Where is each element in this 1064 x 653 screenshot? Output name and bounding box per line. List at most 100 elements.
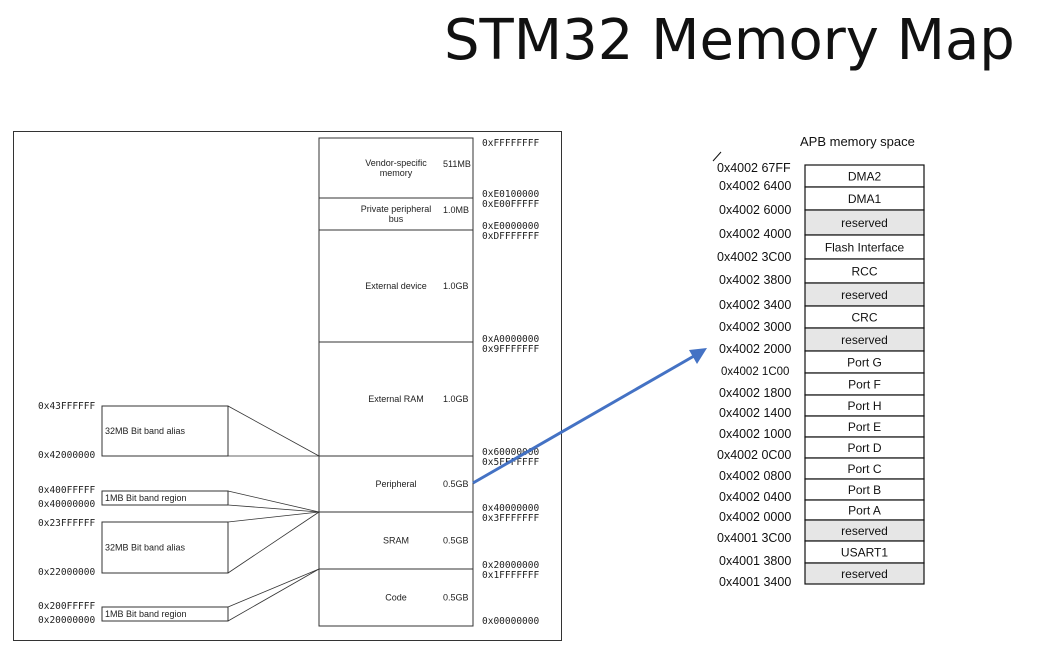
apb-address: 0x4002 0000: [719, 510, 791, 524]
map-address: 0x9FFFFFFF: [482, 344, 539, 355]
apb-cell-label: Flash Interface: [825, 241, 905, 255]
map-address: 0xE0100000: [482, 189, 539, 200]
bit-band-connector: [227, 504, 320, 513]
bit-band-label: 32MB Bit band alias: [105, 426, 186, 436]
apb-cell-label: reserved: [841, 288, 888, 302]
apb-address: 0x4001 3400: [719, 575, 791, 589]
apb-address: 0x4002 6000: [719, 203, 791, 217]
apb-cell: [804, 258, 925, 284]
apb-address: 0x4002 3000: [719, 320, 791, 334]
peripheral-arrow: [472, 348, 707, 485]
apb-address: 0x4002 67FF: [717, 161, 791, 175]
memory-map-frame: [13, 131, 562, 641]
apb-cell-label: Port G: [847, 356, 882, 370]
region-size: 0.5GB: [443, 479, 469, 489]
map-address: 0xDFFFFFFF: [482, 231, 539, 242]
bit-band-bottom-address: 0x20000000: [38, 615, 95, 626]
apb-title: APB memory space: [800, 134, 915, 149]
apb-cell: [804, 562, 925, 585]
bit-band-connector: [227, 490, 320, 513]
bit-band-box: [101, 405, 229, 457]
bit-band-connector: [227, 568, 320, 608]
map-address: 0x00000000: [482, 616, 539, 627]
apb-cell-label: Port H: [847, 399, 881, 413]
region-label-external-ram: External RAM: [368, 394, 424, 404]
apb-address: 0x4002 0400: [719, 490, 791, 504]
apb-address: 0x4002 3C00: [717, 250, 791, 264]
apb-address: 0x4001 3C00: [717, 531, 791, 545]
apb-cell-label: reserved: [841, 333, 888, 347]
apb-cell-label: DMA1: [848, 192, 882, 206]
region-size: 511MB: [443, 159, 471, 169]
region-label-sram: SRAM: [383, 536, 409, 546]
bit-band-section: 32MB Bit band alias 0x43FFFFFF 0x42000000 1…: [38, 401, 320, 626]
bit-band-top-address: 0x200FFFFF: [38, 601, 95, 612]
apb-cell-label: CRC: [852, 311, 878, 325]
arrow-head: [689, 348, 707, 364]
apb-cell: [804, 209, 925, 236]
apb-address: 0x4002 1400: [719, 406, 791, 420]
bit-band-bottom-address: 0x40000000: [38, 499, 95, 510]
apb-cell-label: DMA2: [848, 170, 882, 184]
region-size: 1.0GB: [443, 394, 469, 404]
map-address: 0xE00FFFFF: [482, 199, 539, 210]
apb-cell-label: Port E: [848, 420, 881, 434]
map-address: 0x60000000: [482, 447, 539, 458]
apb-address: 0x4002 3400: [719, 298, 791, 312]
bit-band-label: 32MB Bit band alias: [105, 543, 186, 553]
apb-cell-label: reserved: [841, 524, 888, 538]
apb-address: 0x4002 6400: [719, 179, 791, 193]
apb-cell-label: reserved: [841, 567, 888, 581]
bit-band-bottom-address: 0x22000000: [38, 567, 95, 578]
bit-band-connector: [227, 511, 320, 523]
page-title: STM32 Memory Map: [444, 8, 1015, 73]
map-address: 0x1FFFFFFF: [482, 570, 539, 581]
apb-address: 0x4002 3800: [719, 273, 791, 287]
bit-band-box: [101, 606, 229, 622]
region-size: 0.5GB: [443, 536, 469, 546]
apb-cell-label: reserved: [841, 216, 888, 230]
apb-cell-label: Port C: [847, 462, 881, 476]
bit-band-top-address: 0x23FFFFFF: [38, 518, 95, 529]
region-size: 1.0GB: [443, 281, 469, 291]
bit-band-label: 1MB Bit band region: [105, 609, 187, 619]
region-size: 0.5GB: [443, 593, 469, 603]
apb-cell-label: Port A: [848, 504, 881, 518]
bit-band-label: 1MB Bit band region: [105, 493, 187, 503]
apb-cell-label: Port D: [847, 441, 881, 455]
apb-cell-label: Port F: [848, 378, 881, 392]
bit-band-bottom-address: 0x42000000: [38, 450, 95, 461]
bit-band-box: [101, 521, 229, 574]
address-tick-mark: [712, 151, 722, 162]
arrow-shaft: [472, 354, 695, 485]
apb-address: 0x4002 1800: [719, 386, 791, 400]
map-address: 0x20000000: [482, 560, 539, 571]
map-address: 0xA0000000: [482, 334, 539, 345]
apb-cell: [804, 234, 925, 260]
bit-band-top-address: 0x400FFFFF: [38, 485, 95, 496]
apb-address: 0x4002 4000: [719, 227, 791, 241]
memory-map-column: [318, 137, 474, 627]
apb-cell-label: Port B: [848, 483, 881, 497]
apb-address: 0x4002 0800: [719, 469, 791, 483]
map-address: 0x40000000: [482, 503, 539, 514]
region-size: 1.0MB: [443, 205, 469, 215]
map-address: 0x3FFFFFFF: [482, 513, 539, 524]
map-address: 0xFFFFFFFF: [482, 138, 539, 149]
apb-address: 0x4002 1C00: [721, 366, 789, 378]
map-address: 0xE0000000: [482, 221, 539, 232]
apb-cell-label: RCC: [852, 265, 878, 279]
bit-band-top-address: 0x43FFFFFF: [38, 401, 95, 412]
apb-address: 0x4002 0C00: [717, 448, 791, 462]
region-label-peripheral: Peripheral: [375, 479, 416, 489]
bit-band-box: [101, 490, 229, 506]
apb-address: 0x4002 2000: [719, 342, 791, 356]
bit-band-connector: [227, 405, 320, 457]
apb-address: 0x4001 3800: [719, 554, 791, 568]
region-label-code: Code: [385, 593, 407, 603]
region-label-external-device: External device: [365, 281, 427, 291]
